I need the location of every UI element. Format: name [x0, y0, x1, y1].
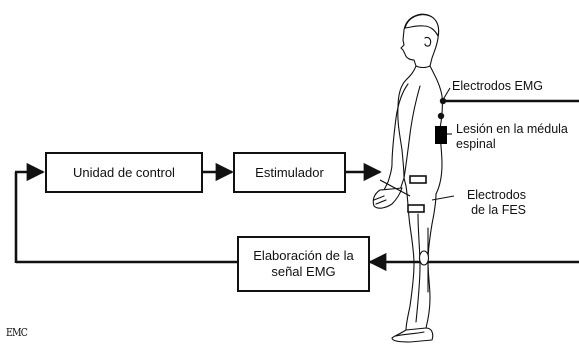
stimulator-box: Estimulador: [233, 152, 346, 193]
emg-processing-label: Elaboración de la señal EMG: [247, 248, 360, 279]
knee-sensor: [420, 251, 429, 265]
emc-logo: EMC: [6, 326, 27, 339]
stimulator-label: Estimulador: [255, 165, 324, 181]
control-unit-label: Unidad de control: [73, 165, 175, 181]
emg-leader: [444, 88, 450, 98]
arm-back: [400, 86, 420, 190]
emg-electrode-lower: [438, 113, 444, 119]
control-unit-box: Unidad de control: [45, 152, 203, 193]
leg-inner: [416, 214, 420, 322]
spinal-lesion-label: Lesión en la médula espinal: [456, 122, 576, 152]
fes-leader: [432, 196, 454, 200]
fes-electrode-lower: [408, 205, 424, 212]
emg-processing-box: Elaboración de la señal EMG: [237, 236, 370, 292]
emg-electrodes-label: Electrodos EMG: [452, 79, 572, 94]
torso-front: [398, 66, 416, 186]
fes-electrode-upper: [410, 176, 426, 183]
emg-electrode-upper: [440, 98, 446, 104]
fes-electrodes-label: Electrodos de la FES: [456, 188, 526, 218]
spinal-lesion-marker: [435, 126, 447, 144]
human-figure: [373, 14, 442, 342]
